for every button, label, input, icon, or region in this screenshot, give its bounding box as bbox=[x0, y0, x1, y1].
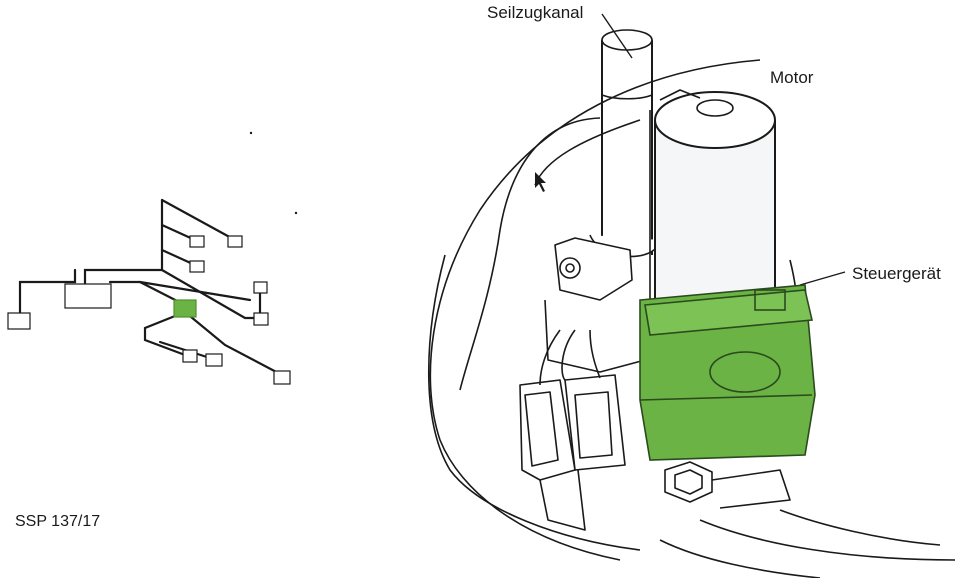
connector-box bbox=[205, 353, 223, 367]
connector-box bbox=[273, 370, 291, 385]
label-motor: Motor bbox=[770, 68, 814, 87]
label-control-unit: Steuergerät bbox=[852, 264, 941, 283]
wiring-harness-diagram bbox=[18, 198, 284, 377]
connector-box bbox=[182, 349, 198, 363]
pointer-arrow bbox=[535, 172, 546, 192]
stray-dot bbox=[294, 211, 298, 215]
figure-id: SSP 137/17 bbox=[15, 513, 101, 530]
label-cable-channel: Seilzugkanal bbox=[487, 3, 584, 22]
connector-box bbox=[189, 260, 205, 273]
stray-dot bbox=[249, 131, 253, 135]
connector-box bbox=[7, 312, 31, 330]
wiring-connectors bbox=[7, 235, 291, 385]
window-regulator-motor-assembly bbox=[427, 13, 956, 578]
connector-box bbox=[189, 235, 205, 248]
connector-box bbox=[253, 281, 268, 294]
connector-box bbox=[253, 312, 269, 326]
control-unit-marker bbox=[173, 299, 197, 318]
connector-box bbox=[64, 283, 112, 309]
connector-box bbox=[227, 235, 243, 248]
control-unit bbox=[639, 284, 816, 461]
